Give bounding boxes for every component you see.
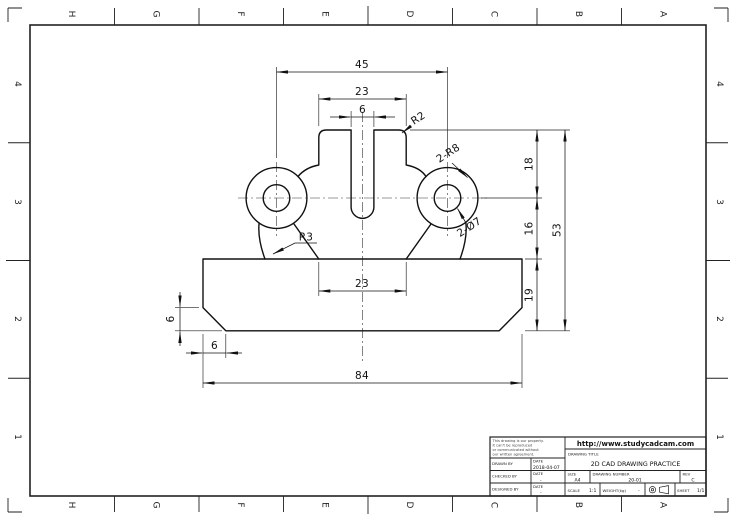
designed-by-label: DESIGNED BY: [492, 487, 519, 492]
grid-row-label-left: 4: [12, 81, 22, 87]
grid-row-label-left: 3: [12, 199, 22, 205]
grid-col-label: H: [66, 11, 76, 18]
sheet-label: SHEET: [677, 488, 690, 493]
grid-row-label-right: 1: [714, 434, 724, 440]
zone-ticks-top: [114, 6, 622, 25]
dim-r3: R3: [299, 232, 314, 244]
right-inner-slant: [405, 223, 432, 260]
dim-r2: R2: [409, 109, 428, 127]
leader-r3: [272, 242, 317, 255]
grid-row-label-left: 2: [12, 316, 22, 322]
scale-value: 1:1: [589, 488, 596, 494]
disclaimer-line: or communicated without: [493, 448, 540, 452]
dim-84: 84: [355, 370, 369, 382]
zone-ticks-bottom: [114, 496, 622, 514]
dim-16: 16: [524, 222, 536, 236]
right-leg-outer: [459, 222, 467, 260]
drawing-title: 2D CAD DRAWING PRACTICE: [591, 461, 681, 468]
third-angle-projection-icon: [648, 485, 669, 495]
dim-23-bottom: 23: [355, 278, 369, 290]
weight-value: -: [638, 489, 640, 494]
centerlines: [238, 112, 487, 362]
grid-row-label-left: 1: [12, 434, 22, 440]
left-leg-outer: [258, 222, 266, 260]
leader-r2: [401, 124, 413, 134]
sheet-value: 1/1: [697, 488, 704, 494]
left-inner-slant: [293, 223, 320, 260]
grid-labels: H G F E D C B A H G F E D C B A 4 3 2 1 …: [12, 11, 724, 509]
dim-2r8: 2-R8: [434, 141, 462, 165]
sheet-frame: [6, 6, 730, 514]
date-label: DATE: [533, 471, 544, 476]
website-url: http://www.studycadcam.com: [577, 440, 694, 448]
trim-mark-bottom-left: [7, 498, 22, 513]
dimension-lines: [178, 70, 567, 385]
drawing-title-label: DRAWING TITLE: [568, 452, 599, 457]
right-boss-circle: [416, 166, 479, 230]
drawn-date: 2018-04-07: [533, 465, 560, 471]
checked-date: -: [540, 478, 542, 483]
date-label: DATE: [533, 459, 544, 464]
scale-label: SCALE: [568, 488, 581, 493]
dimension-text: 45 23 6 R2 2-R8 18 2-Ø7 16 53 19 R3 23 6…: [165, 59, 564, 382]
zone-ticks-right: [706, 142, 730, 379]
upper-outline: [297, 129, 427, 220]
grid-col-label-bottom: G: [151, 502, 161, 509]
disclaimer-line: our written agreement.: [493, 453, 535, 457]
grid-row-label-right: 2: [714, 316, 724, 322]
grid-col-label-bottom: D: [404, 502, 414, 509]
drawing-number: 20-01: [628, 477, 641, 483]
trim-mark-top-right: [714, 7, 729, 22]
dim-19: 19: [524, 288, 536, 302]
rev-value: C: [691, 477, 694, 483]
grid-col-label: D: [404, 11, 414, 18]
grid-col-label-bottom: F: [235, 502, 245, 507]
leader-2r8: [451, 162, 468, 178]
grid-col-label-bottom: A: [658, 502, 668, 509]
disclaimer-line: It can't be reproduced: [493, 444, 533, 448]
dim-6-chamfer-h: 6: [211, 340, 218, 352]
grid-col-label: B: [573, 11, 583, 17]
dim-45: 45: [355, 59, 369, 71]
checked-by-label: CHECKED BY: [492, 474, 518, 479]
title-block-border: [489, 436, 707, 497]
drawn-by-label: DRAWN BY: [492, 461, 513, 466]
grid-col-label: C: [489, 11, 499, 17]
left-hole: [262, 183, 291, 212]
grid-col-label-bottom: E: [320, 502, 330, 508]
part-view: [202, 129, 523, 332]
grid-col-label-bottom: B: [573, 502, 583, 508]
trim-mark-bottom-right: [714, 498, 729, 513]
rev-label: REV: [683, 472, 691, 477]
grid-row-label-right: 3: [714, 199, 724, 205]
size-value: A4: [574, 477, 580, 483]
grid-col-label: F: [235, 11, 245, 16]
grid-col-label: A: [658, 11, 668, 18]
dim-6-slot: 6: [359, 104, 366, 116]
extension-lines: [175, 67, 570, 388]
left-boss-circle: [245, 166, 308, 230]
date-label: DATE: [533, 484, 544, 489]
weight-label: WEIGHT(kg): [603, 488, 627, 493]
trim-mark-top-left: [7, 7, 22, 22]
disclaimer-line: This drawing is our property.: [492, 439, 544, 443]
dim-6-chamfer-v: 6: [165, 315, 177, 322]
grid-col-label-bottom: H: [66, 502, 76, 509]
zone-ticks-left: [6, 142, 30, 379]
grid-col-label: E: [320, 11, 330, 17]
dim-53: 53: [552, 223, 564, 237]
dim-23-top: 23: [355, 86, 369, 98]
size-label: SIZE: [568, 472, 577, 477]
designed-date: -: [540, 491, 542, 496]
title-block: This drawing is our property. It can't b…: [489, 436, 707, 497]
leader-2dia7: [457, 208, 467, 224]
dim-18: 18: [524, 157, 536, 171]
grid-col-label-bottom: C: [489, 502, 499, 508]
drawing-number-label: DRAWING NUMBER: [593, 472, 630, 477]
right-hole: [433, 183, 462, 212]
base-outline: [202, 258, 523, 332]
grid-row-label-right: 4: [714, 81, 724, 87]
grid-col-label: G: [151, 11, 161, 18]
